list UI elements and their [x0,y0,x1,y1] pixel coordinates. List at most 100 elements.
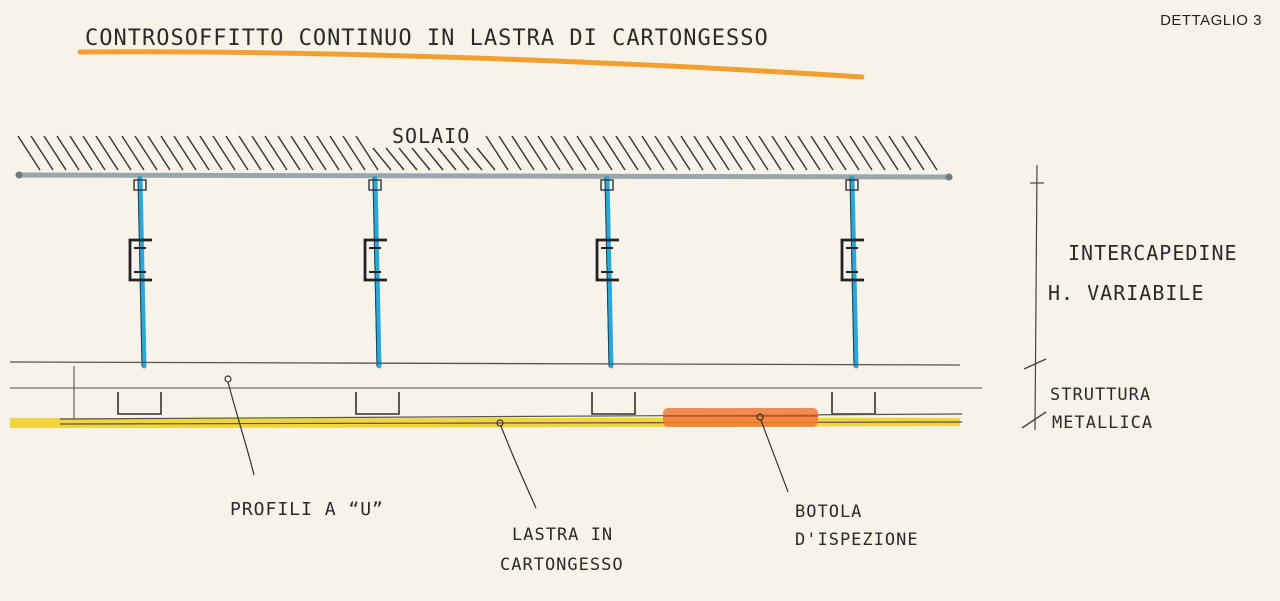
slab-hatch-stroke [437,147,457,171]
slab-hatch-stroke [888,135,912,171]
slab-hatch-stroke [914,135,938,171]
slab-hatch-stroke [745,135,769,171]
slab-hatch-stroke [476,147,496,171]
inspection-hatch [663,408,818,427]
slab-hatch-stroke [628,135,652,171]
gap-label-line2: H. VARIABILE [1048,281,1205,305]
u-profile [591,392,636,415]
slab-hatching [17,135,938,171]
slab-hatch-stroke [342,135,366,171]
dimension-tick-middle [1023,358,1047,370]
slab-hatch-stroke [706,135,730,171]
slab-hatch-stroke [576,135,600,171]
hatch-label-line1: BOTOLA [795,502,862,522]
slab-hatch-stroke [277,135,301,171]
slab-hatch-stroke [56,135,80,171]
hanger-clip [595,238,619,282]
slab-hatch-stroke [875,135,899,171]
slab-hatch-stroke [147,135,171,171]
board-label-line2: CARTONGESSO [500,555,624,575]
slab-hatch-stroke [212,135,236,171]
slab-hatch-stroke [849,135,873,171]
primary-channel-line [9,361,961,366]
slab-hatch-stroke [901,135,925,171]
u-profile [355,392,400,415]
hatch-leader [760,419,789,493]
hanger-anchor [368,179,382,191]
board-leader-dot [496,419,504,427]
hanger-anchor [845,179,859,191]
slab-hatch-stroke [589,135,613,171]
slab-hatch-stroke [186,135,210,171]
slab-hatch-stroke [641,135,665,171]
slab-hatch-stroke [563,135,587,171]
hanger-clip [128,238,152,282]
slab-hatch-stroke [862,135,886,171]
slab-hatch-stroke [463,147,483,171]
slab-hatch-stroke [316,135,340,171]
slab-hatch-stroke [771,135,795,171]
slab-hatch-stroke [810,135,834,171]
dimension-line [1034,164,1038,431]
u-profiles-leader [227,381,255,476]
slab-hatch-stroke [602,135,626,171]
slab-hatch-stroke [372,147,392,171]
slab-hatch-stroke [303,135,327,171]
structure-label-line2: METALLICA [1052,413,1153,433]
slab-hatch-stroke [238,135,262,171]
slab-hatch-stroke [550,135,574,171]
slab-hatch-stroke [398,147,418,171]
slab-hatch-stroke [485,135,509,171]
slab-end-left [15,171,23,179]
board-leader [500,425,537,509]
dimension-tick-bottom [1021,411,1047,429]
slab-hatch-stroke [82,135,106,171]
hangers [128,175,864,369]
u-profile [117,392,162,415]
slab-hatch-stroke [69,135,93,171]
slab-hatch-stroke [654,135,678,171]
slab-hatch-stroke [121,135,145,171]
hanger-clip [363,238,387,282]
slab-hatch-stroke [43,135,67,171]
u-profiles-leader-dot [224,375,232,383]
hatch-label-line2: D'ISPEZIONE [795,530,919,550]
hanger-anchor [600,179,614,191]
slab-hatch-stroke [511,135,535,171]
hanger-clip [840,238,864,282]
slab-hatch-stroke [160,135,184,171]
hanger-anchor [133,179,147,191]
slab-hatch-stroke [836,135,860,171]
slab-underside [15,172,953,180]
slab-label: SOLAIO [392,124,470,148]
slab-hatch-stroke [95,135,119,171]
board-label-line1: LASTRA IN [512,525,613,545]
slab-hatch-stroke [667,135,691,171]
slab-hatch-stroke [693,135,717,171]
slab-hatch-stroke [264,135,288,171]
slab-end-right [945,173,953,181]
slab-hatch-stroke [385,147,405,171]
slab-hatch-stroke [290,135,314,171]
title-underline [77,49,865,80]
slab-hatch-stroke [823,135,847,171]
slab-hatch-stroke [355,135,379,171]
slab-hatch-stroke [199,135,223,171]
u-profile [831,392,876,415]
slab-hatch-stroke [17,135,41,171]
u-profiles-label: PROFILI A “U” [230,499,384,520]
slab-hatch-stroke [450,147,470,171]
drawing-title: CONTROSOFFITTO CONTINUO IN LASTRA DI CAR… [85,26,769,51]
slab-hatch-stroke [30,135,54,171]
u-profiles [117,392,876,415]
slab-hatch-stroke [680,135,704,171]
slab-hatch-stroke [134,135,158,171]
detail-tag: DETTAGLIO 3 [1160,12,1262,29]
slab-hatch-stroke [225,135,249,171]
slab-hatch-stroke [411,147,431,171]
slab-hatch-stroke [329,135,353,171]
slab-hatch-stroke [173,135,197,171]
slab-hatch-stroke [758,135,782,171]
